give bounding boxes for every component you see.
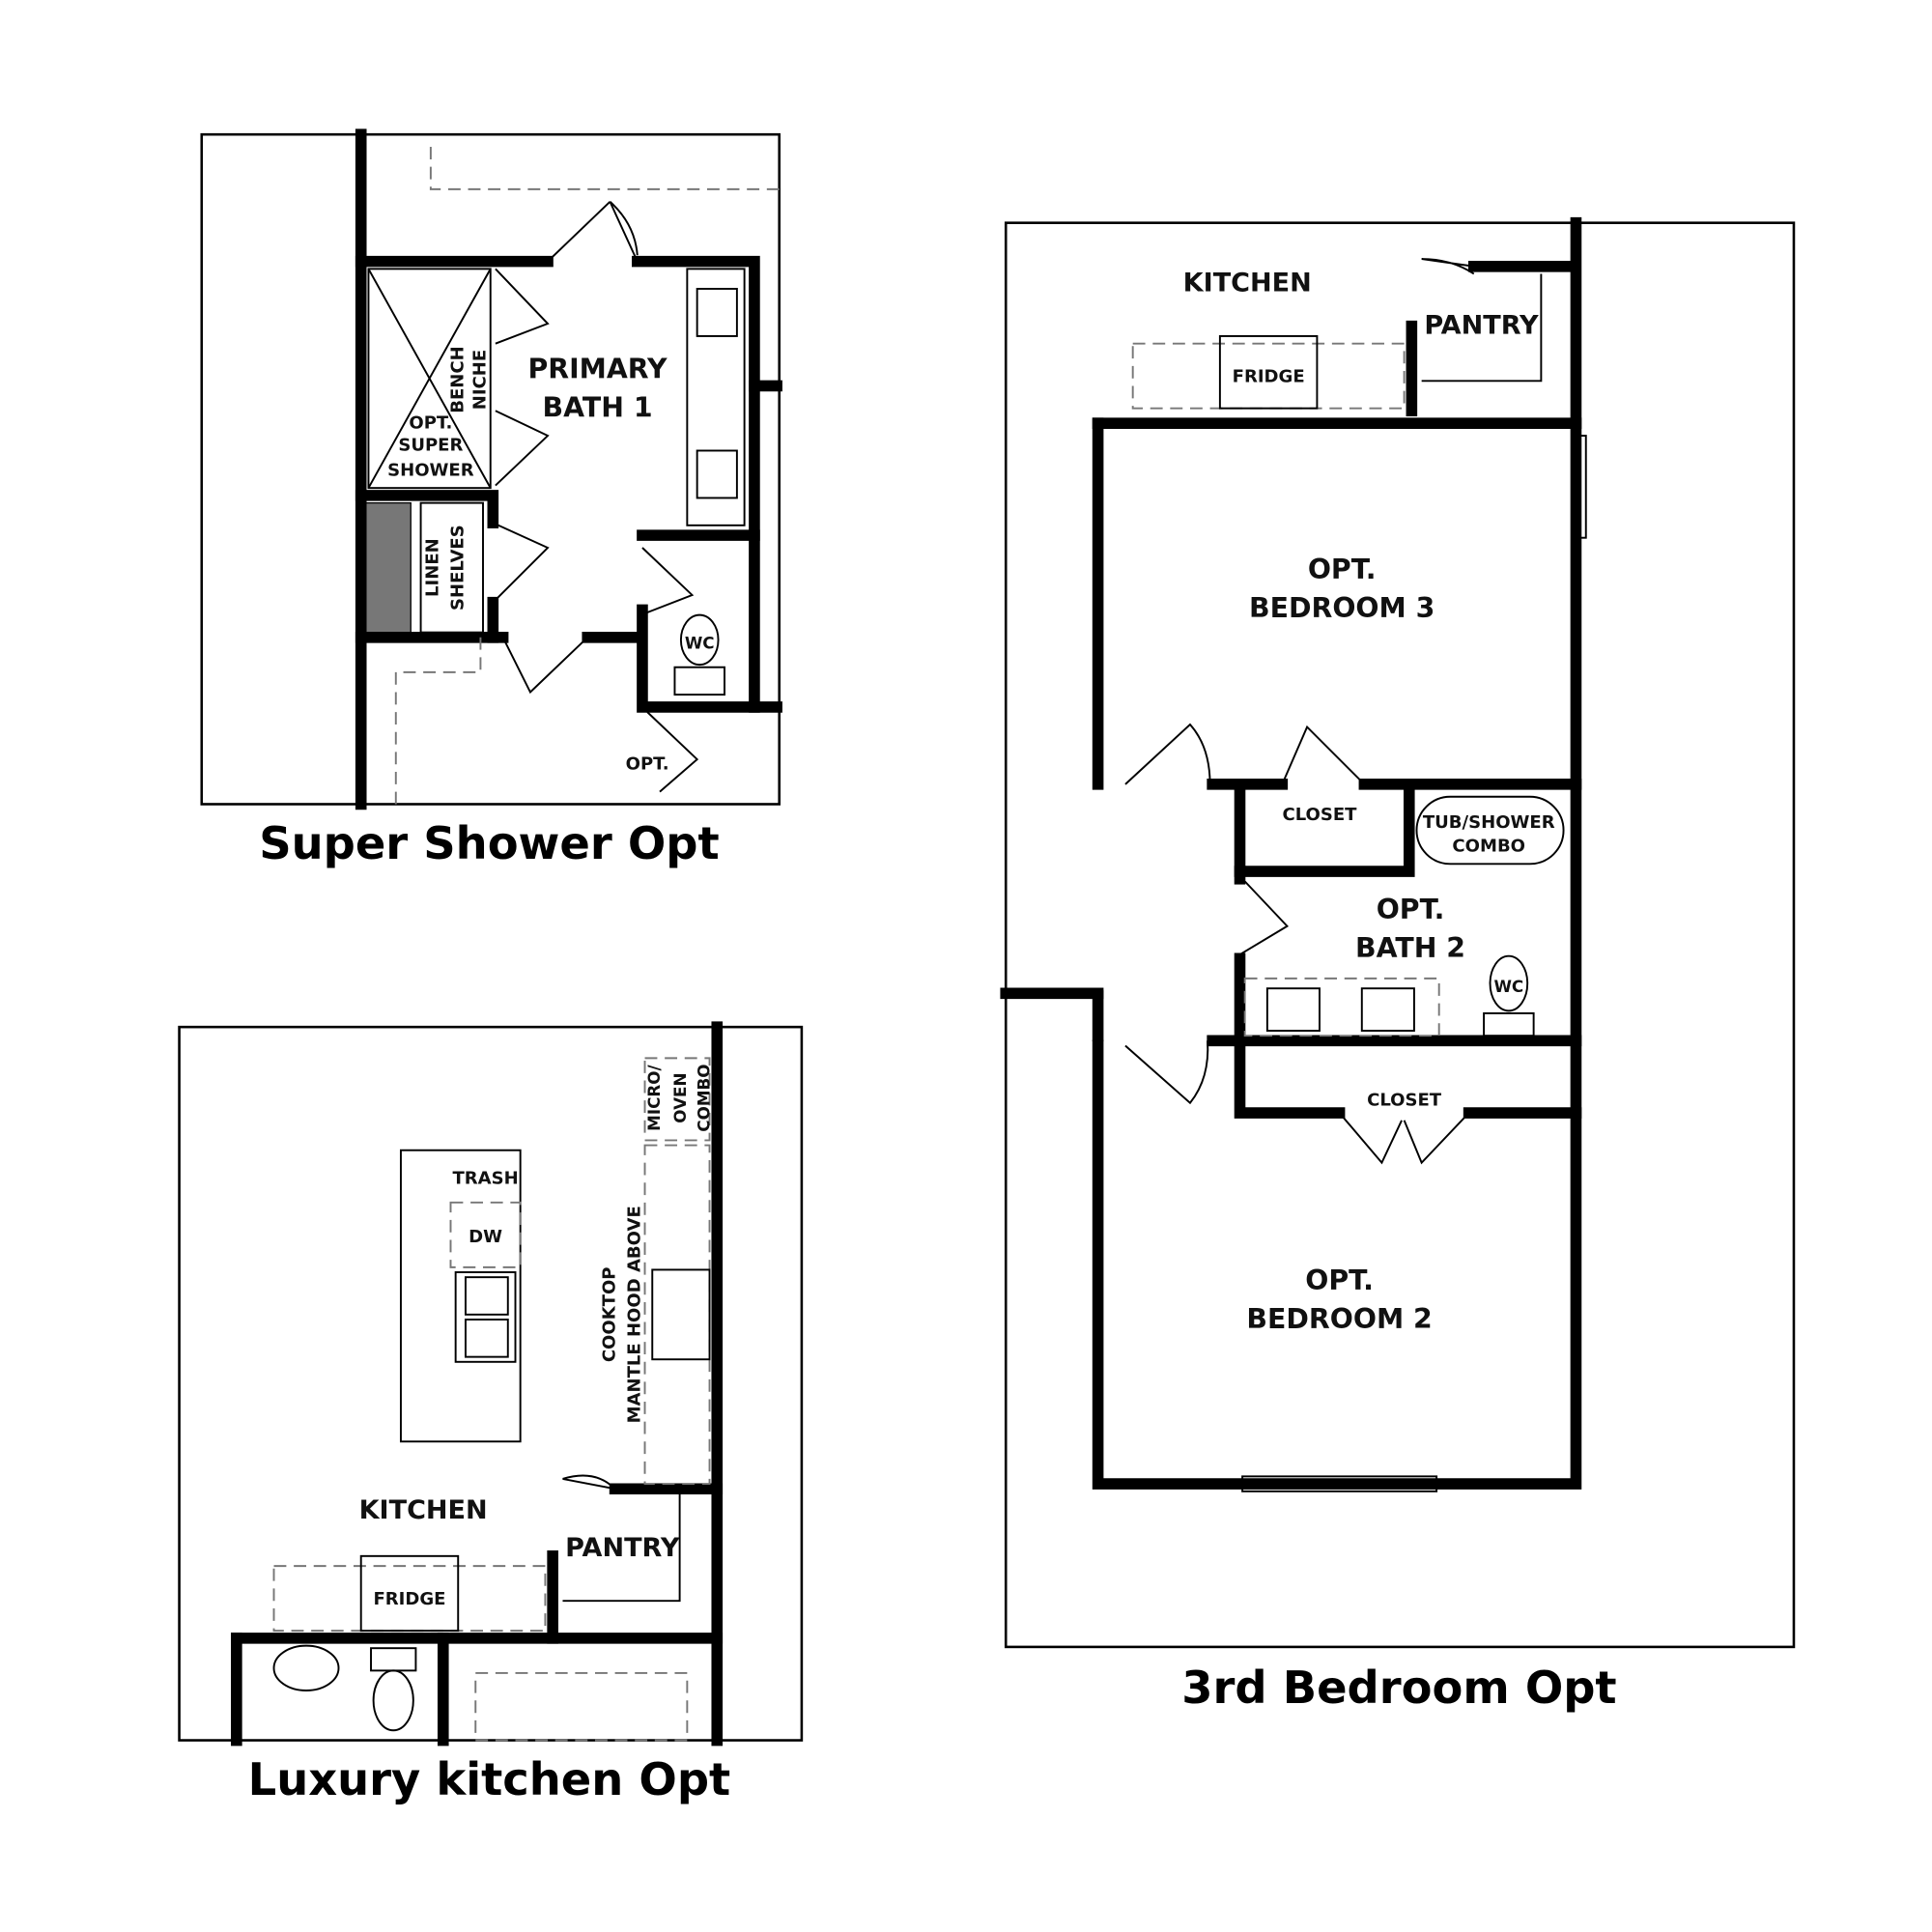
fridge-label: FRIDGE bbox=[1233, 367, 1305, 387]
luxury-kitchen-panel: TRASH DW MICRO/ OVEN COMBO COOKTOP MANTL… bbox=[178, 1021, 804, 1805]
panel-title: 3rd Bedroom Opt bbox=[1181, 1662, 1616, 1714]
vanity-counter bbox=[686, 268, 746, 526]
fridge-label: FRIDGE bbox=[373, 1589, 445, 1609]
tub-shower bbox=[1415, 795, 1565, 866]
fridge bbox=[359, 1554, 460, 1633]
shower-label: SHOWER bbox=[387, 460, 474, 480]
cooktop-icon bbox=[651, 1268, 711, 1361]
bench-label: BENCH bbox=[447, 346, 468, 412]
panel-title: Super Shower Opt bbox=[259, 817, 719, 869]
combo-label: COMBO bbox=[695, 1064, 714, 1131]
sink-icon bbox=[696, 288, 738, 337]
walls bbox=[1000, 216, 1582, 1490]
toilet-icon bbox=[372, 1669, 414, 1732]
bedroom3-label: OPT. bbox=[1308, 554, 1377, 585]
walls bbox=[231, 1021, 724, 1747]
bedroom3-label: BEDROOM 3 bbox=[1249, 592, 1435, 624]
closet-label: CLOSET bbox=[1282, 805, 1357, 825]
window bbox=[1241, 1475, 1438, 1492]
sink-icon bbox=[272, 1644, 340, 1691]
window bbox=[1575, 435, 1587, 539]
pantry-label: PANTRY bbox=[565, 1533, 680, 1563]
wc-label: WC bbox=[1493, 977, 1523, 996]
panel-frame bbox=[178, 1025, 804, 1742]
primary-bath-label: BATH 1 bbox=[543, 392, 653, 424]
toilet-icon bbox=[1489, 954, 1529, 1012]
super-shower-stall bbox=[367, 268, 492, 490]
shower-label: OPT. bbox=[409, 412, 452, 433]
toilet-icon bbox=[679, 613, 720, 667]
linen-label: LINEN bbox=[423, 538, 443, 597]
bath2-label: BATH 2 bbox=[1355, 932, 1465, 964]
kitchen-island bbox=[399, 1149, 522, 1443]
linen-shelves bbox=[419, 501, 484, 634]
dw-label: DW bbox=[469, 1227, 502, 1247]
cooktop-label: COOKTOP bbox=[600, 1266, 620, 1362]
linen-shelf-fill bbox=[365, 501, 412, 634]
closet-label: CLOSET bbox=[1367, 1090, 1442, 1110]
mantle-hood-label: MANTLE HOOD ABOVE bbox=[624, 1206, 644, 1423]
kitchen-label: KITCHEN bbox=[359, 1495, 488, 1525]
oven-label: OVEN bbox=[670, 1072, 690, 1122]
walls bbox=[355, 128, 782, 810]
primary-bath-label: PRIMARY bbox=[528, 354, 668, 385]
trash-label: TRASH bbox=[452, 1169, 518, 1189]
sink-icon bbox=[454, 1271, 517, 1363]
opt-label: OPT. bbox=[626, 753, 669, 774]
fridge bbox=[1218, 334, 1319, 410]
panel-frame bbox=[1004, 221, 1796, 1649]
kitchen-label: KITCHEN bbox=[1183, 269, 1312, 298]
third-bedroom-panel: KITCHEN PANTRY FRIDGE OPT. BEDROOM 3 CLO… bbox=[1000, 216, 1796, 1714]
sink-icon bbox=[696, 449, 738, 499]
bedroom2-label: OPT. bbox=[1305, 1264, 1374, 1296]
super-shower-panel: PRIMARY BATH 1 BENCH NICHE OPT. SUPER SH… bbox=[200, 128, 782, 869]
shelves-label: SHELVES bbox=[447, 525, 468, 611]
sink-icon bbox=[1360, 987, 1415, 1032]
micro-label: MICRO/ bbox=[644, 1064, 664, 1130]
wc-label: WC bbox=[685, 633, 715, 652]
bath2-label: OPT. bbox=[1377, 894, 1445, 925]
panel-frame bbox=[200, 132, 781, 806]
pantry-label: PANTRY bbox=[1424, 310, 1539, 340]
tub-label: TUB/SHOWER bbox=[1423, 812, 1555, 833]
sink-icon bbox=[1265, 987, 1321, 1032]
niche-label: NICHE bbox=[470, 350, 491, 410]
panel-title: Luxury kitchen Opt bbox=[248, 1753, 731, 1805]
bedroom2-label: BEDROOM 2 bbox=[1246, 1303, 1432, 1335]
shower-label: SUPER bbox=[398, 435, 463, 455]
tub-label: COMBO bbox=[1452, 836, 1525, 856]
